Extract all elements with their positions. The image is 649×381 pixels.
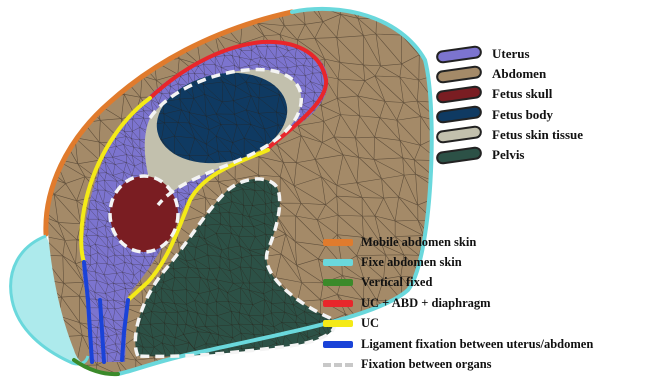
legend-item-tissue: Pelvis [436,145,583,165]
legend-swatch [435,125,482,144]
legend-label: UC [361,316,379,331]
tissue-legend: UterusAbdomenFetus skullFetus bodyFetus … [436,44,583,165]
legend-swatch [323,363,353,367]
legend-item-tissue: Fetus skull [436,84,583,104]
legend-item-boundary: UC + ABD + diaphragm [323,293,593,313]
legend-swatch [435,145,482,164]
legend-label: Vertical fixed [361,275,432,290]
legend-item-boundary: UC [323,314,593,334]
legend-label: Fetus skin tissue [492,127,583,143]
legend-item-tissue: Fetus body [436,105,583,125]
legend-swatch [435,85,482,104]
legend-label: Fetus skull [492,86,552,102]
legend-label: Pelvis [492,147,525,163]
legend-swatch [323,279,353,286]
legend-label: Abdomen [492,66,546,82]
legend-swatch [323,341,353,348]
legend-swatch [323,239,353,246]
legend-swatch [323,259,353,266]
legend-item-tissue: Abdomen [436,64,583,84]
legend-label: UC + ABD + diaphragm [361,296,491,311]
legend-swatch [323,300,353,307]
legend-label: Mobile abdomen skin [361,235,476,250]
legend-item-boundary: Ligament fixation between uterus/abdomen [323,334,593,354]
legend-label: Uterus [492,46,530,62]
legend-swatch [435,65,482,84]
boundary-condition-legend: Mobile abdomen skinFixe abdomen skinVert… [323,232,593,375]
legend-swatch [435,105,482,124]
legend-item-tissue: Fetus skin tissue [436,125,583,145]
legend-swatch [323,320,353,327]
legend-swatch [435,44,482,63]
legend-item-tissue: Uterus [436,44,583,64]
legend-item-boundary: Fixe abdomen skin [323,252,593,272]
legend-label: Fetus body [492,107,553,123]
legend-label: Fixation between organs [361,357,492,372]
legend-label: Fixe abdomen skin [361,255,462,270]
legend-label: Ligament fixation between uterus/abdomen [361,337,593,352]
legend-item-boundary: Fixation between organs [323,354,593,374]
legend-item-boundary: Mobile abdomen skin [323,232,593,252]
legend-item-boundary: Vertical fixed [323,273,593,293]
